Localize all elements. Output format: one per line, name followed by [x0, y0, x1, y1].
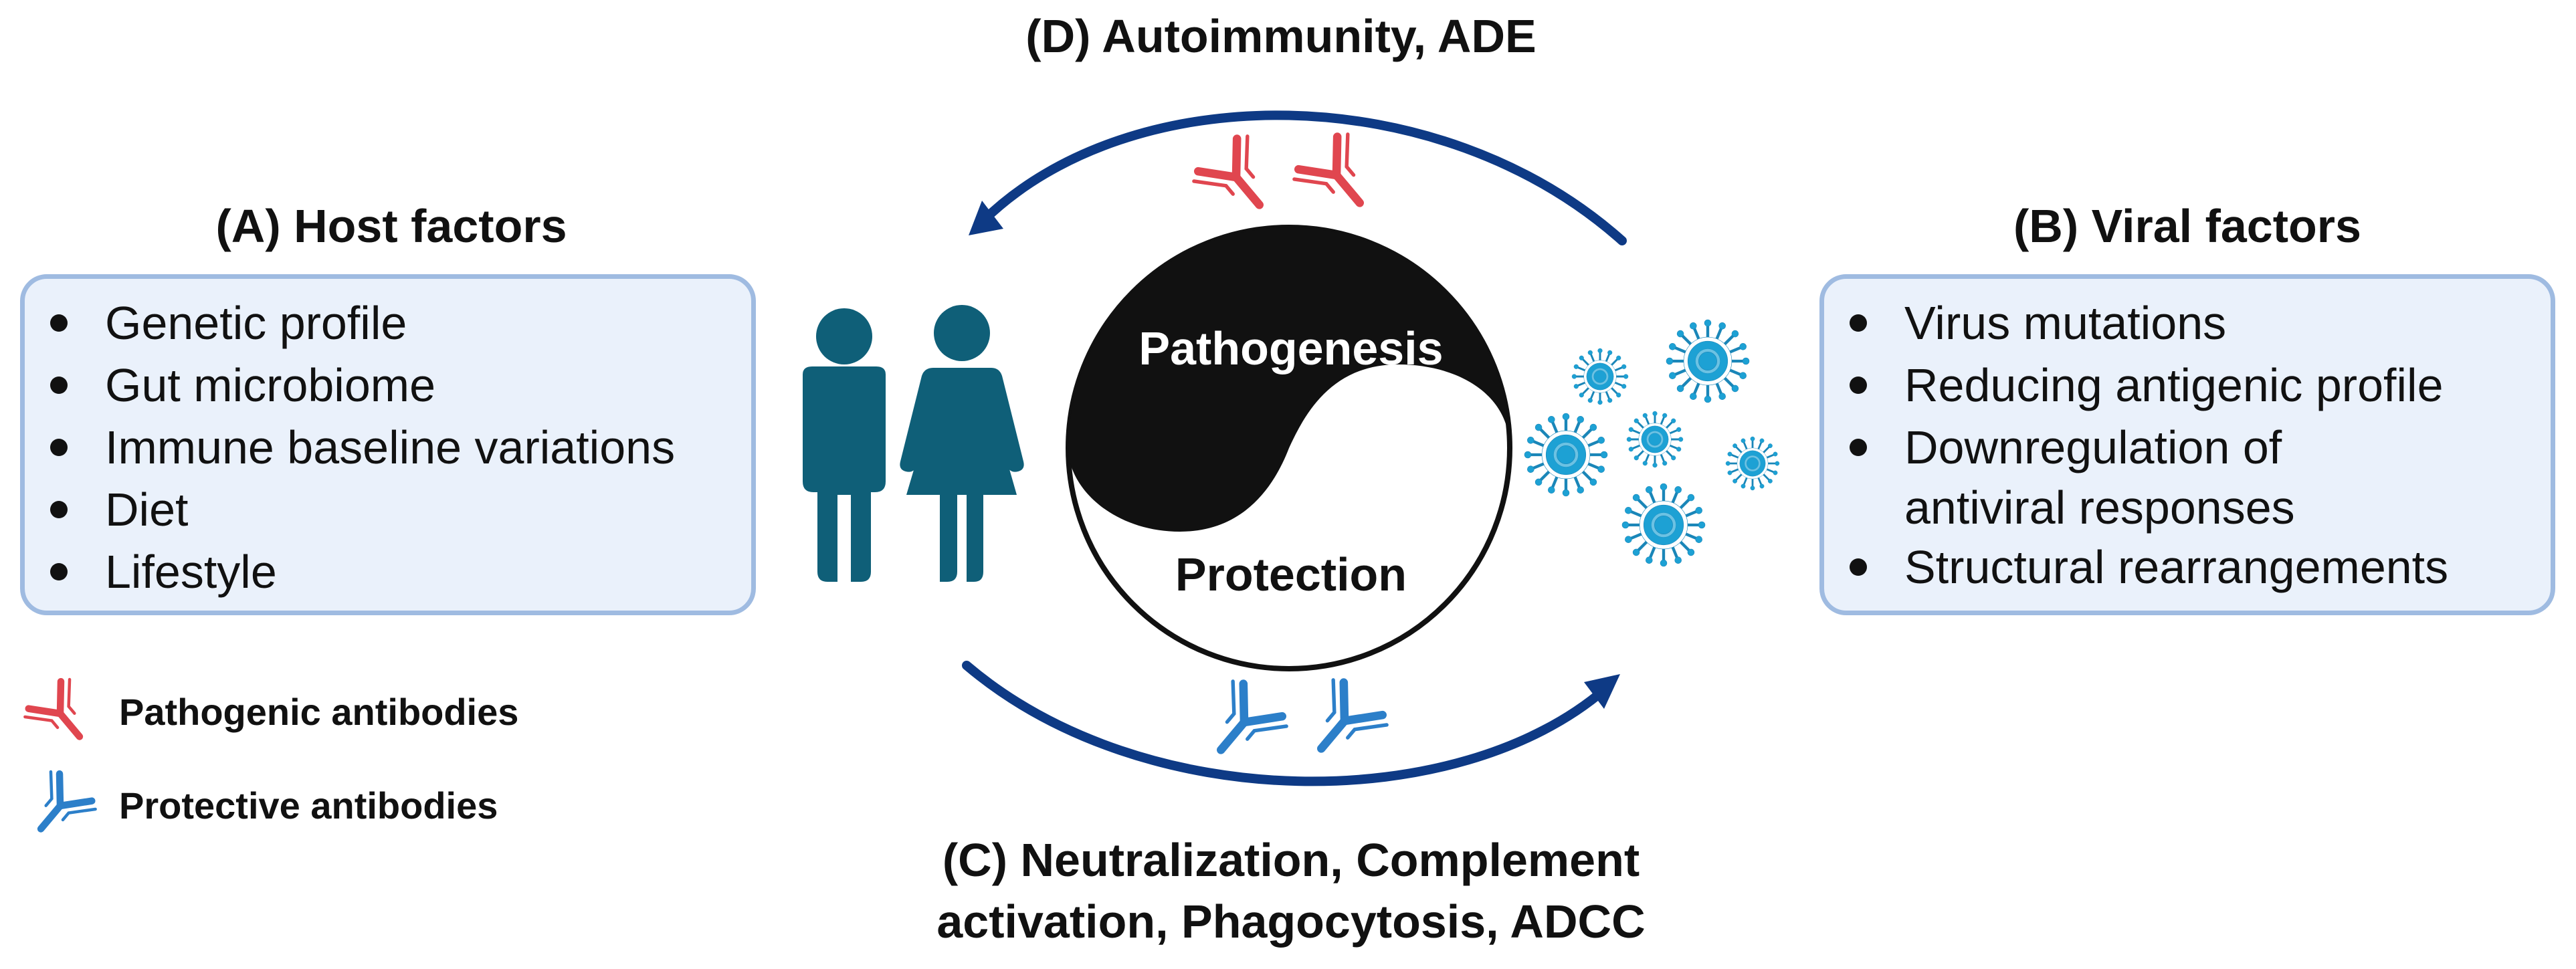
virus-icon — [1724, 435, 1781, 492]
list-item: Diet — [25, 479, 751, 541]
top-arrow — [979, 110, 1627, 245]
bottom-heading: (C) Neutralization, Complement activatio… — [870, 829, 1712, 952]
legend-pathogenic-antibody-icon — [23, 676, 102, 755]
list-item-continuation: antiviral responses — [1904, 481, 2295, 534]
bottom-arrow-head — [1584, 674, 1620, 709]
top-heading: (D) Autoimmunity, ADE — [1025, 10, 1537, 62]
yin-yang-icon — [1066, 225, 1512, 671]
bottom-heading-line2: activation, Phagocytosis, ADCC — [936, 895, 1646, 948]
pathogenic-antibody-icon — [1191, 132, 1286, 227]
legend-protective-label: Protective antibodies — [119, 784, 498, 827]
list-item: Downregulation of — [1824, 417, 2551, 479]
list-item: Genetic profile — [25, 292, 751, 354]
virus-icon — [1524, 413, 1607, 496]
legend-protective-antibody-icon — [19, 768, 98, 847]
virus-icon — [1622, 483, 1705, 566]
protection-label: Protection — [1175, 548, 1407, 601]
viral-factors-title: (B) Viral factors — [2013, 200, 2361, 252]
virus-icon — [1571, 347, 1629, 406]
list-item: Virus mutations — [1824, 292, 2551, 354]
pathogenic-antibody-icon — [1291, 130, 1386, 225]
top-arrow-head — [969, 201, 1003, 235]
list-item: Reducing antigenic profile — [1824, 354, 2551, 417]
virus-icon — [1625, 410, 1684, 469]
bottom-heading-line1: (C) Neutralization, Complement — [942, 834, 1640, 886]
man-icon — [803, 308, 886, 582]
woman-icon — [900, 305, 1024, 582]
bottom-arrow — [962, 661, 1610, 786]
pathogenesis-label: Pathogenesis — [1138, 322, 1443, 374]
virus-icon — [1666, 320, 1749, 403]
host-factors-box: Genetic profile Gut microbiome Immune ba… — [20, 274, 756, 615]
host-factors-list: Genetic profile Gut microbiome Immune ba… — [25, 292, 751, 603]
list-item: Structural rearrangements — [1824, 536, 2551, 599]
viral-factors-list: Virus mutations Reducing antigenic profi… — [1824, 292, 2551, 599]
viral-factors-box: Virus mutations Reducing antigenic profi… — [1819, 274, 2555, 615]
list-item: Immune baseline variations — [25, 417, 751, 479]
legend-pathogenic-label: Pathogenic antibodies — [119, 691, 519, 733]
protective-antibody-icon — [1294, 676, 1389, 771]
protective-antibody-icon — [1194, 677, 1289, 772]
host-factors-title: (A) Host factors — [215, 200, 567, 252]
list-item: Lifestyle — [25, 541, 751, 603]
list-item: Gut microbiome — [25, 354, 751, 417]
